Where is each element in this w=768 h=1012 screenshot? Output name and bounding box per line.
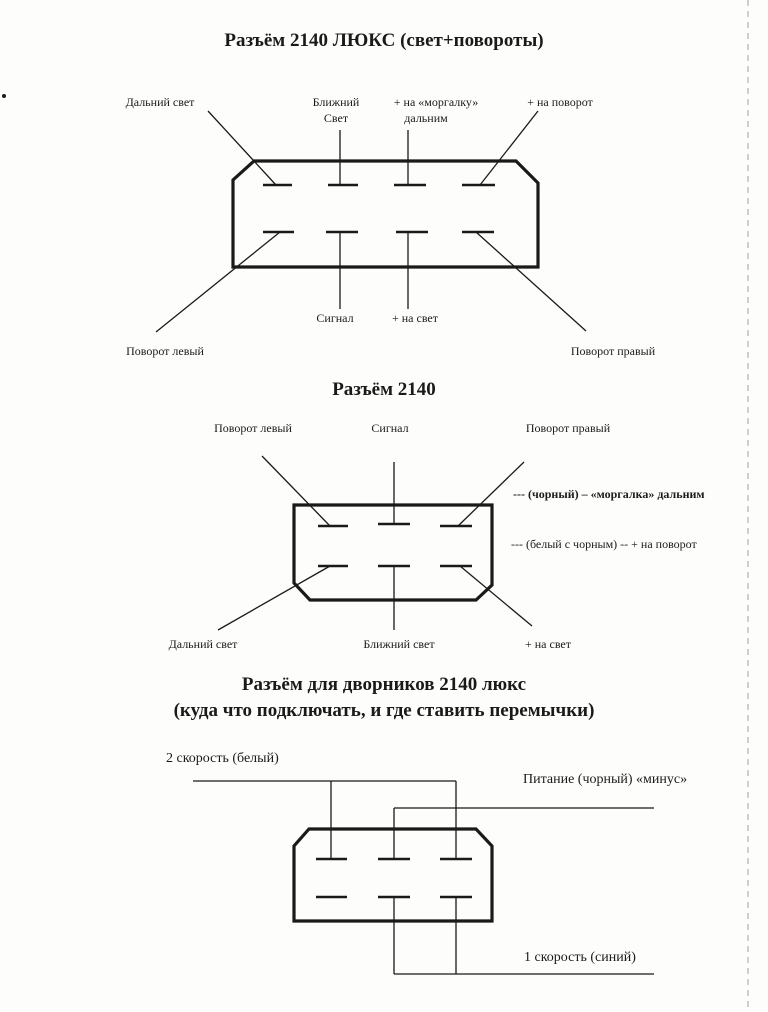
label-plus-turn: + на поворот [527,95,593,109]
label-turn-left: Поворот левый [126,344,204,358]
label-low-beam-line1: Ближний [313,95,360,109]
note-black-wire: --- (чорный) – «моргалка» дальним [513,487,705,501]
section2-title: Разъём 2140 [332,379,436,400]
label-turn-right: Поворот правый [571,344,656,358]
lead-high-beam [217,565,331,631]
lead-turn-right [475,231,587,332]
section3-title-line1: Разъём для дворников 2140 люкс [242,674,526,695]
lead-turn-right [457,461,525,527]
connector-2140-section: Разъём 2140 Поворот левый Сигнал Поворот… [169,379,705,651]
scan-dot [2,94,6,98]
label-power: Питание (чорный) «минус» [523,772,687,787]
label-plus-light: + на свет [392,311,439,325]
label-signal: Сигнал [371,421,408,435]
label-low-beam-line2: Свет [324,111,349,125]
lead-plus-light [459,565,533,627]
label-low-beam: Ближний свет [363,637,435,651]
label-speed1: 1 скорость (синий) [524,950,636,965]
label-signal: Сигнал [316,311,353,325]
wiper-connector-section: Разъём для дворников 2140 люкс (куда что… [166,674,687,975]
connector-body [231,159,540,269]
label-speed2: 2 скорость (белый) [166,751,279,766]
label-flasher-line2: дальним [404,111,448,125]
label-high-beam: Дальний свет [126,95,196,109]
label-turn-right: Поворот правый [526,421,611,435]
lead-high-beam [207,110,277,186]
section1-title: Разъём 2140 ЛЮКС (свет+повороты) [224,30,543,51]
lead-plus-turn [479,110,539,186]
note-white-black-wire: --- (белый с чорным) -- + на поворот [511,537,698,551]
label-high-beam: Дальний свет [169,637,239,651]
label-turn-left: Поворот левый [214,421,292,435]
label-flasher-line1: + на «моргалку» [394,95,478,109]
connector-2140-lux-section: Разъём 2140 ЛЮКС (свет+повороты) Дальний… [126,30,656,358]
section3-title-line2: (куда что подключать, и где ставить пере… [174,700,595,721]
lead-turn-left [261,455,331,527]
lead-turn-left [155,231,281,333]
label-plus-light: + на свет [525,637,572,651]
connector-body [292,827,494,923]
connector-body [292,503,494,602]
